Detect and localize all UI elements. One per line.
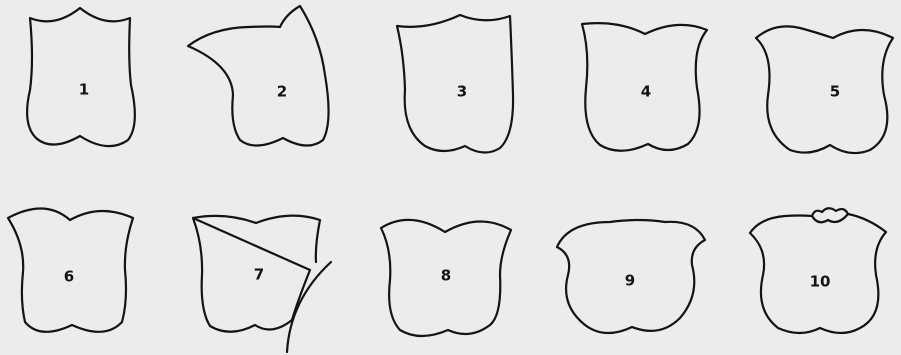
shape-5: 5: [756, 26, 893, 153]
shape-3: 3: [397, 15, 513, 153]
shape-10-outline: [750, 208, 886, 333]
shape-2-outline: [188, 6, 329, 146]
shape-3-outline: [397, 15, 513, 153]
shape-1-outline: [27, 8, 135, 146]
shape-10: 10: [750, 208, 886, 333]
shape-2: 2: [188, 6, 329, 146]
shape-10-number: 10: [810, 273, 831, 291]
shape-6: 6: [8, 208, 133, 331]
shape-4: 4: [582, 23, 707, 151]
shape-4-number: 4: [641, 83, 651, 101]
shape-7-number: 7: [254, 266, 264, 284]
shape-1-number: 1: [79, 81, 89, 99]
shape-6-number: 6: [64, 268, 74, 286]
shape-3-number: 3: [457, 83, 467, 101]
shape-5-number: 5: [830, 83, 840, 101]
shape-8-number: 8: [441, 267, 451, 285]
shape-2-number: 2: [277, 83, 287, 101]
shape-9-number: 9: [625, 272, 635, 290]
shape-9: 9: [557, 220, 705, 333]
shape-1: 1: [27, 8, 135, 146]
shape-7-overlap-arc: [287, 262, 331, 352]
shape-7: 7: [193, 216, 331, 352]
shape-5-outline: [756, 26, 893, 153]
shape-8: 8: [381, 220, 511, 336]
shape-10-bump-detail: [812, 214, 848, 222]
